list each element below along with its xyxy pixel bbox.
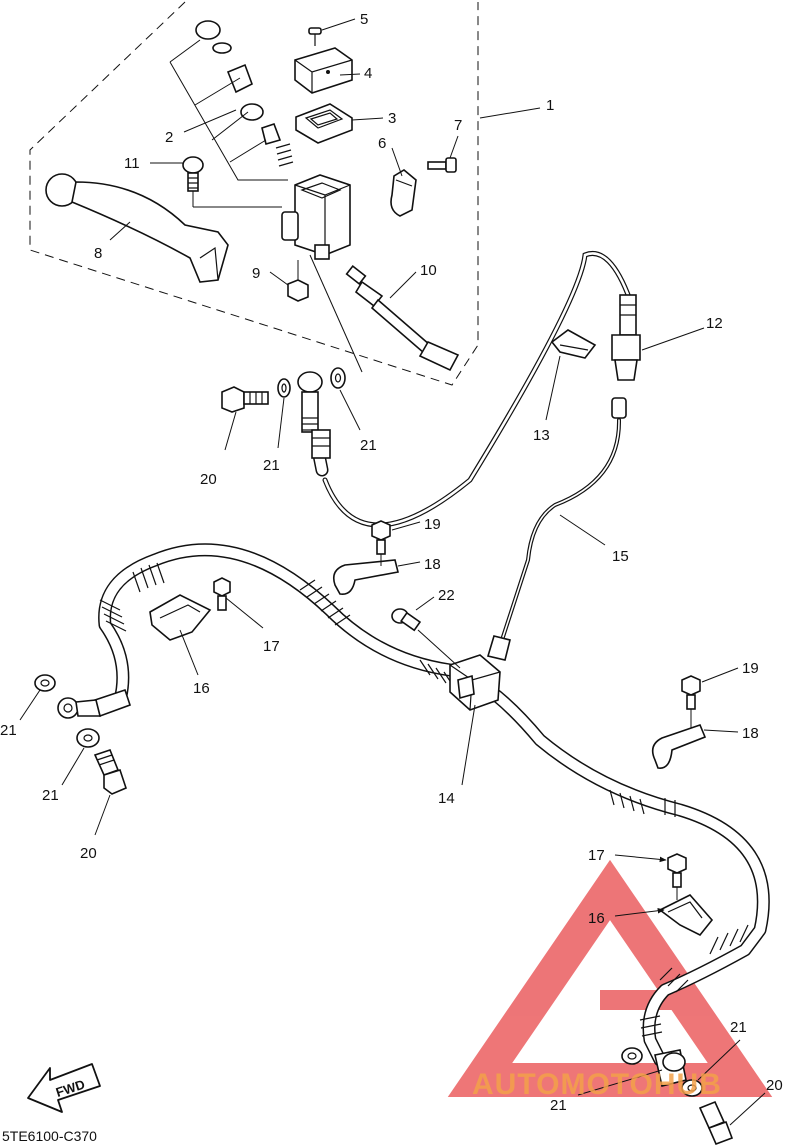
guide-bolt-left bbox=[213, 577, 231, 611]
piston-kit bbox=[195, 20, 294, 167]
callout-20-upper: 20 bbox=[200, 471, 217, 488]
callout-1: 1 bbox=[546, 97, 554, 114]
assembly-outline bbox=[29, 1, 479, 386]
callout-16-right: 16 bbox=[588, 910, 605, 927]
washer-lower-left-a bbox=[34, 674, 56, 692]
handlebar-clamp bbox=[390, 169, 417, 217]
callout-19-right: 19 bbox=[742, 660, 759, 677]
washer-upper-a bbox=[277, 378, 291, 398]
callout-11: 11 bbox=[124, 155, 140, 172]
callout-20-lower-left: 20 bbox=[80, 845, 97, 862]
hose-guide-lower-right bbox=[658, 894, 714, 937]
washer-upper-b bbox=[330, 367, 346, 389]
callout-22: 22 bbox=[438, 587, 455, 604]
kit-bracket bbox=[169, 39, 288, 181]
reservoir-cap bbox=[294, 47, 353, 94]
callout-21-left-a: 21 bbox=[0, 722, 17, 739]
callout-21-upper-b: 21 bbox=[360, 437, 377, 454]
hose-guide-left bbox=[149, 594, 212, 641]
callout-21-left-b: 21 bbox=[42, 787, 59, 804]
lever-nut bbox=[287, 260, 309, 302]
callout-5: 5 bbox=[360, 11, 368, 28]
callout-18-right: 18 bbox=[742, 725, 759, 742]
forward-arrow: FWD bbox=[27, 1063, 101, 1113]
leader-lines bbox=[19, 18, 766, 1126]
union-bolt-lower-left bbox=[93, 749, 127, 795]
brake-lever bbox=[45, 173, 229, 283]
callout-7: 7 bbox=[454, 117, 462, 134]
callout-8: 8 bbox=[94, 245, 102, 262]
callout-13: 13 bbox=[533, 427, 550, 444]
callout-21-right-a: 21 bbox=[730, 1019, 747, 1036]
callout-12: 12 bbox=[706, 315, 723, 332]
callout-3: 3 bbox=[388, 110, 396, 127]
brake-switch bbox=[345, 265, 460, 372]
callout-21-right-b: 21 bbox=[550, 1097, 567, 1114]
banjo-fitting-lower-right bbox=[654, 1049, 687, 1087]
brake-pipe bbox=[486, 397, 627, 661]
callout-20-lower-right: 20 bbox=[766, 1077, 783, 1094]
banjo-fitting-upper bbox=[297, 371, 323, 433]
hose-guide-upper bbox=[332, 559, 399, 596]
master-cylinder-body bbox=[281, 174, 351, 260]
callout-19-upper: 19 bbox=[424, 516, 441, 533]
diaphragm bbox=[295, 103, 353, 144]
diagram-code: 5TE6100-C370 bbox=[2, 1128, 97, 1144]
hose-clip bbox=[550, 329, 597, 359]
hose-joint bbox=[611, 294, 641, 381]
union-bolt-upper bbox=[221, 386, 269, 413]
joint-bolt bbox=[391, 608, 461, 669]
washer-lower-right-b bbox=[681, 1079, 703, 1097]
guide-bolt-lower-right bbox=[667, 853, 687, 900]
callout-16-left: 16 bbox=[193, 680, 210, 697]
callout-21-upper-a: 21 bbox=[263, 457, 280, 474]
callout-14: 14 bbox=[438, 790, 455, 807]
washer-lower-left-b bbox=[76, 728, 100, 748]
callout-18-upper: 18 bbox=[424, 556, 441, 573]
callout-4: 4 bbox=[364, 65, 372, 82]
callout-10: 10 bbox=[420, 262, 437, 279]
union-bolt-lower-right bbox=[698, 1100, 734, 1145]
callout-labels: 1 2 3 4 5 6 7 8 9 10 11 12 13 14 15 16 1… bbox=[0, 11, 783, 1114]
hose-three-way-joint bbox=[449, 654, 501, 711]
callout-9: 9 bbox=[252, 265, 260, 282]
callout-6: 6 bbox=[378, 135, 386, 152]
callout-17-left: 17 bbox=[263, 638, 280, 655]
washer-lower-right-a bbox=[621, 1047, 643, 1065]
hose-guide-right bbox=[651, 724, 707, 769]
guide-bolt-right bbox=[681, 675, 701, 728]
assembly-leader bbox=[309, 254, 363, 373]
pivot-bolt bbox=[182, 156, 282, 208]
callout-2: 2 bbox=[165, 129, 173, 146]
cap-screw bbox=[308, 27, 322, 46]
clamp-bolt bbox=[427, 157, 457, 173]
upper-hose bbox=[311, 251, 633, 528]
callout-15: 15 bbox=[612, 548, 629, 565]
guide-bolt-upper bbox=[371, 520, 391, 566]
watermark-text: AUTOMOTOHUB bbox=[472, 1068, 722, 1101]
callout-17-right: 17 bbox=[588, 847, 605, 864]
